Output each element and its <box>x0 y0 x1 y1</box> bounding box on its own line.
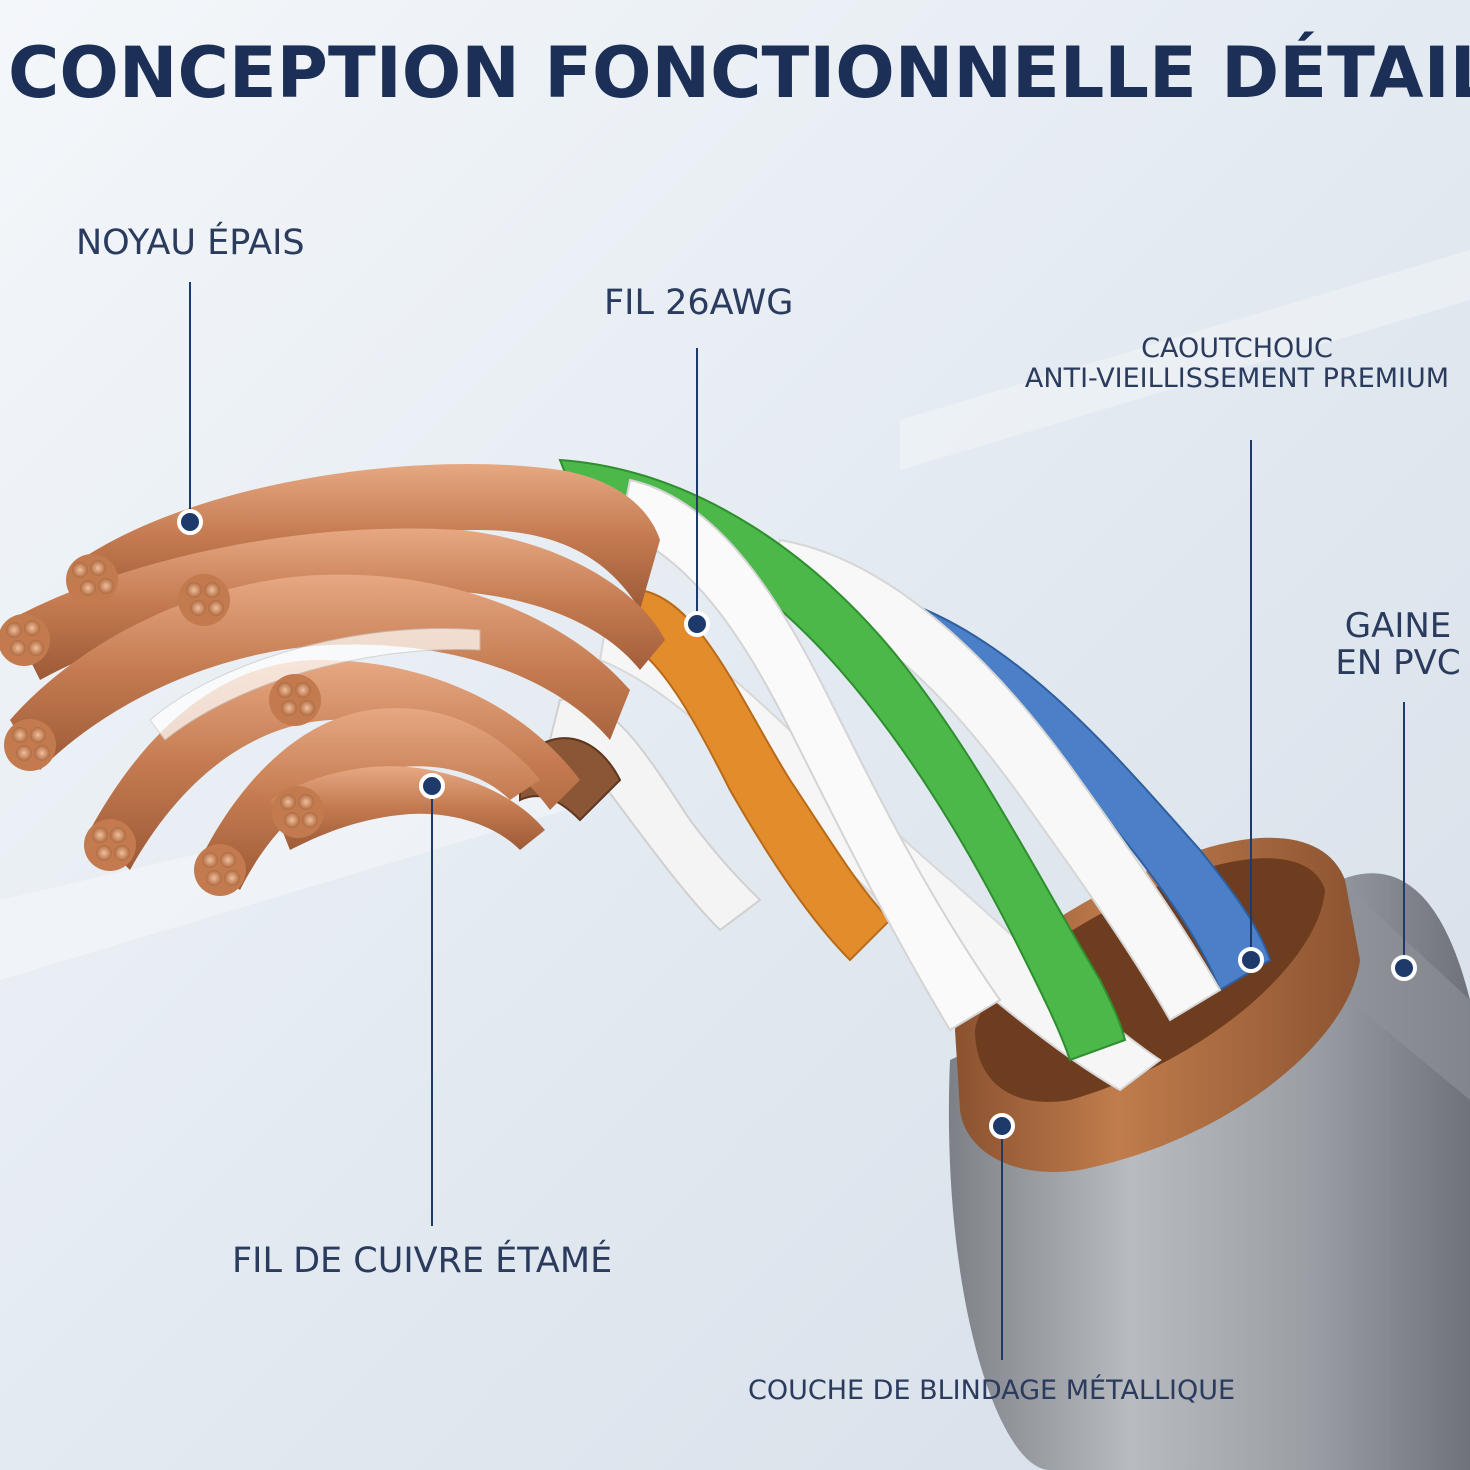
copper-bundle <box>200 708 540 890</box>
leader-lines <box>189 282 1405 1360</box>
markers <box>177 509 1417 1139</box>
marker-dot <box>1238 947 1264 973</box>
strand-end <box>0 614 50 666</box>
twisted-pairs <box>519 458 1272 1092</box>
marker-dot <box>1391 955 1417 981</box>
copper-bundle <box>10 528 665 680</box>
marker-dot <box>177 509 203 535</box>
background-light-streak <box>900 250 1470 470</box>
page-title: CONCEPTION FONCTIONNELLE DÉTAILLÉE <box>8 32 1470 114</box>
copper-bundle <box>10 574 630 770</box>
label-caoutchouc-line2: ANTI-VIEILLISSEMENT PREMIUM <box>1024 362 1450 394</box>
green-wire <box>558 458 1127 1062</box>
label-gaine: GAINE EN PVC <box>1318 606 1470 684</box>
marker-dot <box>684 611 710 637</box>
white-wire <box>618 478 1002 1032</box>
label-caoutchouc: CAOUTCHOUC ANTI-VIEILLISSEMENT PREMIUM <box>1002 334 1470 393</box>
label-gaine-line1: GAINE <box>1344 606 1452 646</box>
marker-dot <box>419 773 445 799</box>
strand-end <box>66 554 118 606</box>
label-gaine-line2: EN PVC <box>1335 643 1461 684</box>
clear-insulation-wire <box>149 627 481 741</box>
label-noyau: NOYAU ÉPAIS <box>76 223 305 263</box>
label-caoutchouc-line1: CAOUTCHOUC <box>1141 333 1333 364</box>
strand-end <box>84 819 136 871</box>
strand-end <box>4 719 56 771</box>
label-fil-26awg: FIL 26AWG <box>604 283 794 323</box>
marker-dot <box>989 1113 1015 1139</box>
strand-end <box>272 786 324 838</box>
label-fil-cuivre: FIL DE CUIVRE ÉTAMÉ <box>232 1241 613 1281</box>
strand-end <box>194 844 246 896</box>
strand-end <box>269 674 321 726</box>
strand-end <box>178 574 230 626</box>
label-couche-blindage: COUCHE DE BLINDAGE MÉTALLIQUE <box>748 1375 1236 1406</box>
copper-bundle <box>90 660 580 870</box>
copper-bundle <box>270 766 545 850</box>
copper-conductors <box>0 464 665 896</box>
white-wire <box>768 538 1222 1022</box>
